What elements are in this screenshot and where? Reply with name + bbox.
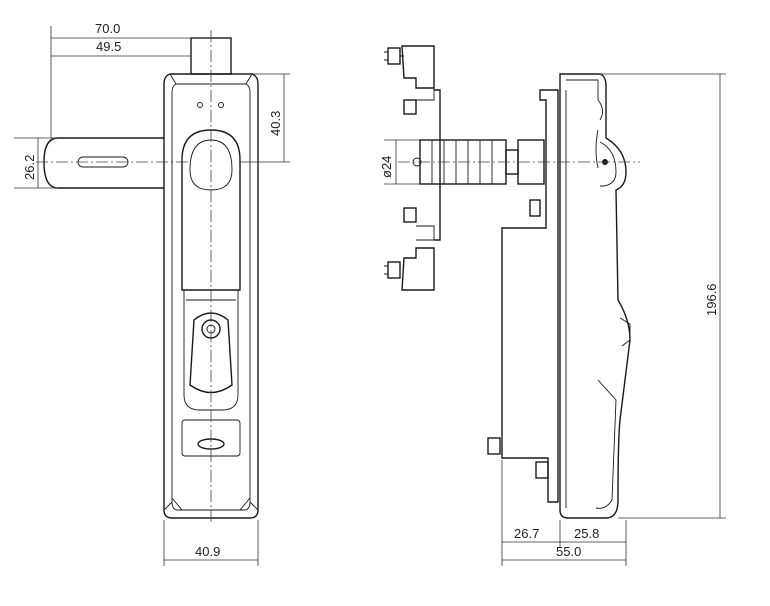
front-lever-arm (43, 137, 164, 189)
dim-26-7-label: 26.7 (514, 526, 539, 541)
front-hole-right (218, 102, 224, 108)
front-hole-left (197, 102, 203, 108)
side-handle-curve (595, 129, 599, 169)
side-view: ø24 196.6 26.7 25.8 55.0 (379, 45, 726, 566)
side-lower-nut (387, 261, 401, 279)
side-upper-latch (401, 45, 435, 89)
side-handle-grip (599, 141, 617, 187)
side-upper-nut-lines (384, 51, 404, 61)
side-handle-stop (619, 317, 631, 347)
side-upper-bracket (416, 87, 435, 101)
dim-196-label: 196.6 (704, 283, 719, 316)
front-handle (181, 129, 241, 291)
dim-49-label: 49.5 (96, 39, 121, 54)
front-key-cylinder (189, 312, 233, 394)
dim-40-3-label: 40.3 (268, 111, 283, 136)
front-bottom-bevel (171, 497, 251, 511)
side-mount-plate (501, 89, 559, 503)
front-handle-grip (189, 139, 233, 191)
dim-40-9-label: 40.9 (195, 544, 220, 559)
side-rod-plate (434, 89, 441, 241)
side-lower-nut-lines (384, 265, 388, 275)
side-mount-bolt-top (529, 199, 541, 217)
front-body-inner (171, 83, 251, 511)
front-view: 70.0 49.5 40.3 26.2 40.9 (14, 21, 290, 566)
dim-d24-label: ø24 (379, 156, 394, 178)
side-upper-bolt (403, 99, 417, 115)
side-upper-nut (387, 47, 401, 65)
side-handle-lower (595, 379, 617, 509)
front-body-corners (163, 73, 259, 511)
front-body-outer (163, 73, 259, 519)
side-lower-bracket (416, 225, 435, 241)
dim-70-label: 70.0 (95, 21, 120, 36)
dim-25-8-label: 25.8 (574, 526, 599, 541)
dim-26-2-label: 26.2 (22, 155, 37, 180)
side-lower-latch (401, 247, 435, 291)
side-mount-bolt-bottom (487, 437, 501, 455)
side-handle-inner-top (566, 79, 603, 121)
dim-55-label: 55.0 (556, 544, 581, 559)
side-handle-body (559, 73, 631, 519)
side-lower-bolt (403, 207, 417, 223)
side-mount-bolt-lower (535, 461, 549, 479)
